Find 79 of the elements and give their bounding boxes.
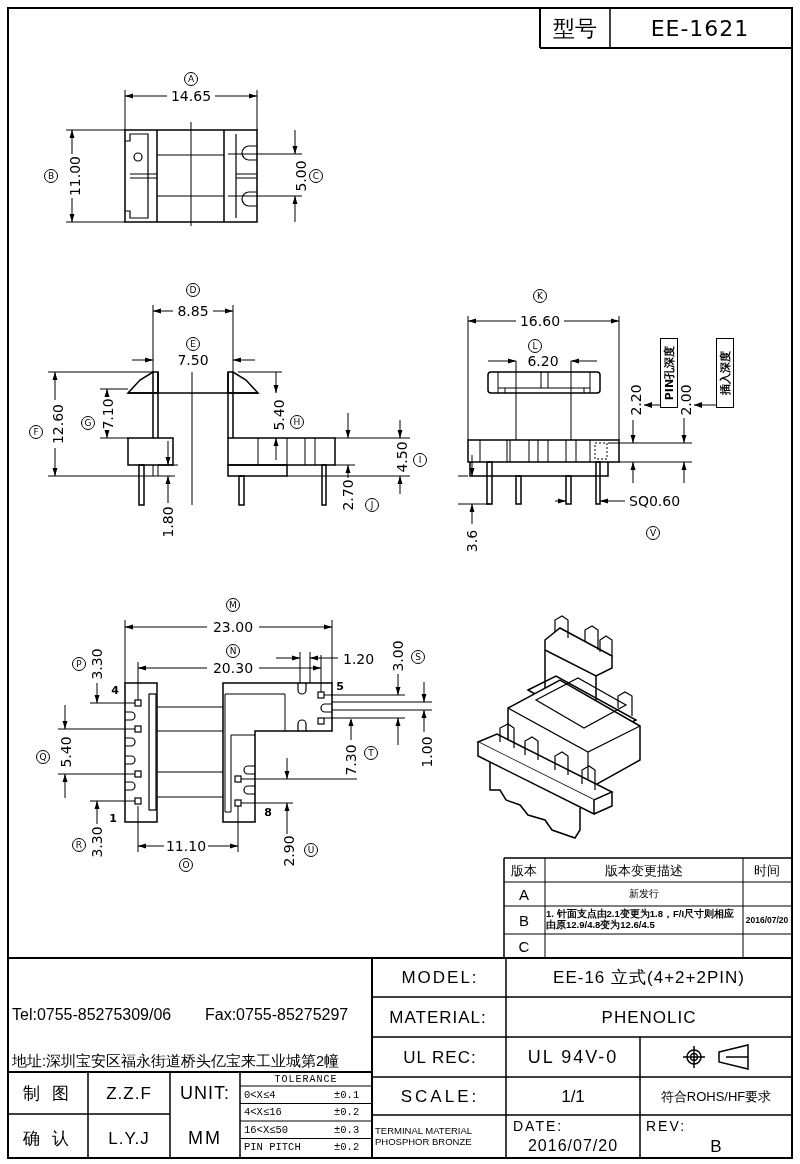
column-header: 时间 — [754, 863, 780, 877]
revision-letter: A — [519, 886, 529, 902]
dimension-text: 20.30 — [212, 661, 254, 675]
field-value: MM — [188, 1129, 222, 1147]
dimension-text: 12.60 — [51, 403, 65, 445]
field-value: Z.Z.F — [106, 1084, 152, 1102]
tolerance-value: ±0.3 — [334, 1124, 360, 1136]
address-text: 地址:深圳宝安区福永街道桥头亿宝来工业城第2幢 — [12, 1053, 340, 1069]
field-value: PHENOLIC — [601, 1008, 697, 1026]
dimension-text: 6.20 — [527, 354, 559, 368]
revision-letter: C — [518, 938, 530, 954]
field-label: DATE: — [513, 1119, 564, 1133]
field-value: 1/1 — [561, 1087, 585, 1105]
field-label: 制 图 — [22, 1084, 74, 1102]
drawing-number: EE-1621 — [650, 18, 750, 40]
pin-number: 8 — [264, 806, 272, 818]
phone-number: Tel:0755-85275309/06 — [12, 1007, 172, 1023]
dimension-text: 7.30 — [344, 744, 358, 776]
field-label: MODEL: — [401, 968, 479, 986]
pin-number: 1 — [109, 812, 117, 824]
field-label: UNIT: — [180, 1084, 230, 1102]
fax-number: Fax:0755-85275297 — [205, 1007, 349, 1023]
dimension-text: 5.40 — [272, 399, 286, 431]
dimension-text: 1.80 — [161, 506, 175, 538]
revision-note: 1. 针面支点由2.1变更为1.8，F/I尺寸则相应由原12.9/4.8变为12.6/4.5 — [546, 909, 736, 931]
dimension-text: 5.00 — [294, 160, 308, 192]
revision-note: 新发行 — [629, 889, 659, 899]
compliance-note: 符合ROHS/HF要求 — [660, 1089, 772, 1103]
field-value: L.Y.J — [108, 1129, 150, 1147]
field-label: MATERIAL: — [389, 1008, 487, 1026]
column-header: 版本变更描述 — [605, 863, 683, 877]
dimension-text: 3.30 — [90, 648, 104, 680]
dimension-text: 8.85 — [177, 304, 209, 318]
dimension-text: 5.40 — [59, 736, 73, 768]
field-value: B — [710, 1137, 722, 1155]
dimension-text: 1.20 — [343, 652, 375, 666]
leader-line — [643, 402, 661, 408]
dimension-text: 2.00 — [679, 384, 693, 416]
pin-number: 5 — [336, 680, 344, 692]
field-value: UL 94V-0 — [527, 1048, 619, 1066]
revision-date: 2016/07/20 — [745, 915, 789, 925]
dimension-text: SQ0.60 — [629, 494, 681, 508]
dimension-text: 3.00 — [391, 640, 405, 672]
tolerance-range: PIN PITCH — [244, 1141, 301, 1153]
revision-letter: B — [519, 912, 529, 928]
tolerance-value: ±0.2 — [334, 1106, 360, 1118]
tolerance-range: 16<X≤50 — [244, 1124, 289, 1136]
note-box: 插入深度 — [716, 338, 734, 408]
dimension-text: 14.65 — [170, 89, 212, 103]
field-label: UL REC: — [403, 1048, 477, 1066]
dimension-text: 2.90 — [282, 835, 296, 867]
dimension-text: 4.50 — [395, 441, 409, 473]
dimension-text: 1.00 — [420, 736, 434, 768]
dimension-text: 16.60 — [519, 314, 561, 328]
dimension-text: 7.50 — [177, 353, 209, 367]
table-heading: TOLERANCE — [274, 1075, 338, 1085]
dimension-text: 11.10 — [165, 839, 207, 853]
tolerance-range: 0<X≤4 — [244, 1089, 276, 1101]
tolerance-value: ±0.1 — [334, 1089, 360, 1101]
field-label: 确 认 — [22, 1129, 74, 1147]
column-header: 版本 — [511, 863, 537, 877]
field-label: 型号 — [553, 18, 597, 40]
tolerance-range: 4<X≤16 — [244, 1106, 282, 1118]
dimension-text: 11.00 — [68, 155, 82, 197]
dimension-text: 23.00 — [212, 620, 254, 634]
field-label: TERMINAL MATERIAL PHOSPHOR BRONZE — [375, 1126, 473, 1148]
dimension-text: 3.30 — [90, 826, 104, 858]
dimension-text: 2.20 — [629, 384, 643, 416]
leader-line — [693, 402, 717, 408]
field-label: SCALE: — [400, 1087, 480, 1105]
pin-number: 4 — [111, 684, 119, 696]
field-value: EE-16 立式(4+2+2PIN) — [553, 968, 745, 986]
dimension-text: 3.6 — [465, 529, 479, 553]
field-value: 2016/07/20 — [527, 1138, 619, 1154]
dimension-text: 7.10 — [101, 398, 115, 430]
tolerance-value: ±0.2 — [334, 1141, 360, 1153]
field-label: REV: — [646, 1119, 687, 1133]
note-box: PIN孔深度 — [660, 338, 678, 408]
dimension-text: 2.70 — [341, 479, 355, 511]
